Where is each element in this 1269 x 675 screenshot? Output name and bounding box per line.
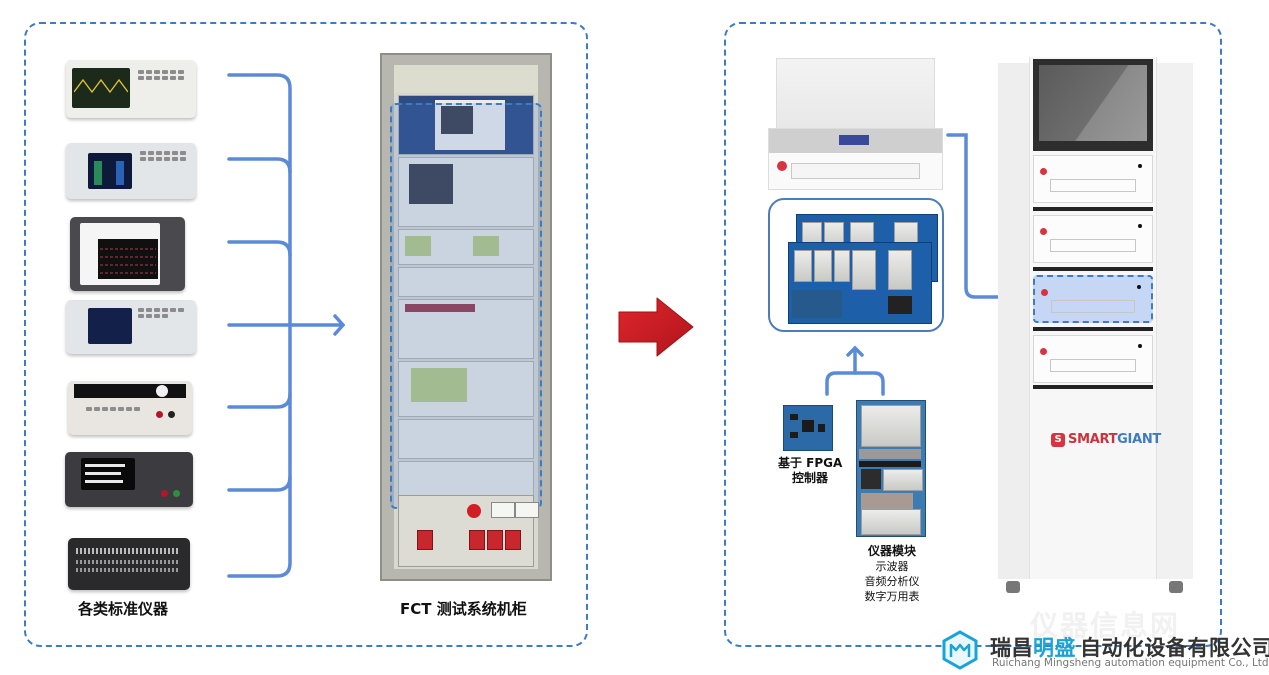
- modules-caption: 仪器模块 示波器 音频分析仪 数字万用表: [856, 544, 928, 604]
- module-item-audio-analyzer: 音频分析仪: [864, 575, 920, 588]
- company-english-name: Ruichang Mingsheng automation equipment …: [992, 657, 1269, 669]
- highlighted-chassis-slot: [1033, 275, 1153, 323]
- legacy-setup-panel: [24, 22, 588, 647]
- signal-analyzer-image: [66, 143, 196, 199]
- company-name-part1: 瑞昌: [990, 636, 1033, 660]
- audio-switch-matrix-image: [68, 538, 190, 590]
- brand-giant: GIANT: [1117, 432, 1161, 447]
- watermark: 仪器信息网: [1030, 609, 1181, 642]
- signal-traces-icon: [100, 248, 156, 274]
- module-item-oscilloscope: 示波器: [875, 560, 909, 573]
- source-meter-image: [65, 452, 193, 507]
- chassis-lcd-icon: [839, 135, 869, 145]
- modules-title: 仪器模块: [867, 544, 916, 558]
- connector-line-6: [227, 475, 292, 492]
- waveform-icon: [74, 78, 128, 94]
- smartgiant-tower-image: [998, 57, 1193, 597]
- fpga-caption-line1: 基于 FPGA: [778, 456, 843, 470]
- emergency-stop-icon: [467, 504, 481, 518]
- company-name-highlight: 明盛: [1033, 636, 1076, 660]
- oscilloscope-image: [66, 60, 196, 118]
- instrument-board-callout: [768, 198, 944, 332]
- power-distribution-panel: [398, 495, 539, 567]
- logic-analyzer-image: [70, 217, 185, 291]
- instruments-caption: 各类标准仪器: [78, 600, 169, 618]
- company-hexagon-logo-icon: [942, 630, 978, 670]
- connector-line-2: [227, 157, 292, 174]
- fpga-caption-line2: 控制器: [791, 471, 828, 485]
- connector-line-5: [227, 392, 292, 409]
- smartgiant-logo-icon: S: [1051, 432, 1065, 447]
- connector-line-3: [227, 240, 292, 257]
- fct-test-cabinet-image: [380, 53, 552, 581]
- brand-smart: SMART: [1068, 432, 1118, 447]
- module-to-board-arrowhead: [846, 345, 864, 357]
- fpga-caption: 基于 FPGA 控制器: [778, 456, 842, 486]
- chassis-to-tower-line: [946, 133, 1020, 299]
- smartgiant-small-logo-icon: [777, 161, 787, 171]
- replaceable-instruments-highlight: [390, 103, 542, 509]
- company-name-part2: 自动化设备有限公司: [1080, 636, 1269, 660]
- company-name: 瑞昌明盛自动化设备有限公司: [990, 632, 1269, 662]
- instrument-module-stack-image: [856, 400, 926, 537]
- connector-arrowhead: [333, 314, 346, 336]
- dc-power-supply-image: [68, 381, 192, 435]
- red-arrow-right-icon: [618, 297, 694, 357]
- tower-monitor: [1033, 59, 1153, 151]
- fpga-controller-image: [783, 405, 833, 451]
- cabinet-caption: FCT 测试系统机柜: [400, 600, 527, 618]
- module-item-multimeter: 数字万用表: [864, 590, 920, 603]
- signal-generator-image: [66, 300, 196, 354]
- smartgiant-chassis-image: [768, 58, 943, 190]
